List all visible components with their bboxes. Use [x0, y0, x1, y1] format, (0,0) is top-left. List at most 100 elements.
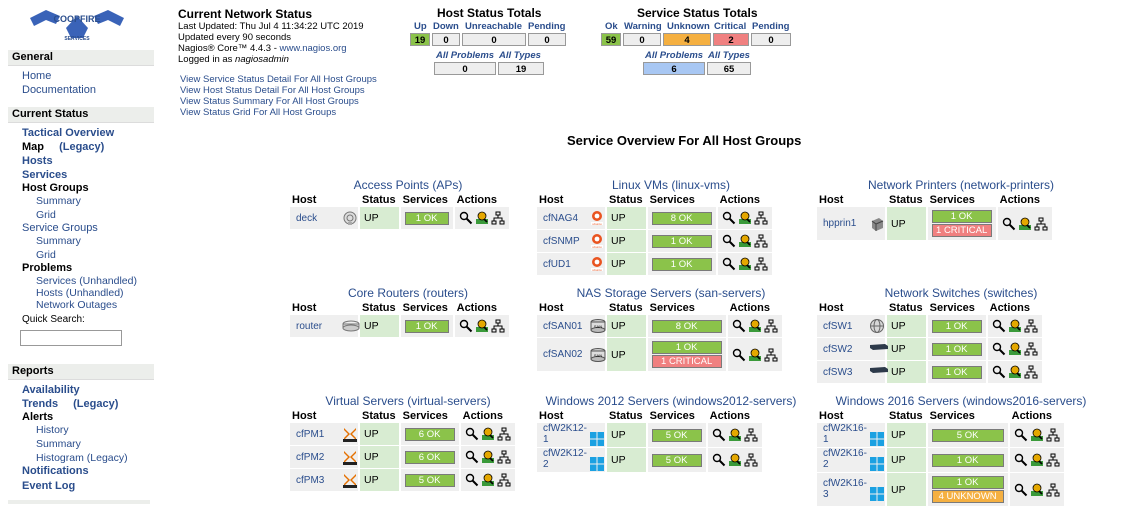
host-link[interactable]: cfSW3 [823, 366, 853, 378]
host-info-icon[interactable] [738, 211, 752, 225]
search-icon[interactable] [465, 427, 479, 441]
service-count-badge[interactable]: 6 OK [404, 450, 455, 464]
nav-map[interactable]: Map (Legacy) [22, 141, 104, 153]
nagios-link[interactable]: www.nagios.org [279, 43, 347, 54]
host-link[interactable]: cfUD1 [543, 258, 571, 270]
search-icon[interactable] [465, 450, 479, 464]
nav-event-log[interactable]: Event Log [22, 480, 76, 492]
host-unreachable-count[interactable]: 0 [462, 33, 526, 46]
network-map-icon[interactable] [744, 453, 758, 467]
host-group-id[interactable]: (windows2012-servers) [672, 394, 797, 408]
host-info-icon[interactable] [1018, 217, 1032, 231]
host-group-title-text[interactable]: Access Points [353, 178, 430, 192]
search-icon[interactable] [992, 365, 1006, 379]
network-map-icon[interactable] [1046, 453, 1060, 467]
host-info-icon[interactable] [1008, 319, 1022, 333]
service-count-badge[interactable]: 6 OK [404, 427, 455, 441]
search-icon[interactable] [992, 342, 1006, 356]
network-map-icon[interactable] [1024, 365, 1038, 379]
host-up-count[interactable]: 19 [410, 33, 430, 46]
search-icon[interactable] [722, 234, 736, 248]
nav-alerts-histogram-label[interactable]: Histogram [36, 452, 84, 464]
host-group-title[interactable]: Windows 2012 Servers (windows2012-server… [535, 394, 807, 408]
nav-problems-services[interactable]: Services (Unhandled) [36, 275, 137, 287]
search-icon[interactable] [465, 473, 479, 487]
service-count-badge[interactable]: 5 OK [931, 428, 1004, 442]
nav-problems-hosts[interactable]: Hosts (Unhandled) [36, 287, 124, 299]
svc-label-all-types[interactable]: All Types [708, 50, 750, 61]
nav-problems[interactable]: Problems [22, 262, 73, 274]
link-status-grid[interactable]: View Status Grid For All Host Groups [180, 107, 337, 118]
network-map-icon[interactable] [1034, 217, 1048, 231]
host-label-all-types[interactable]: All Types [499, 50, 541, 61]
host-info-icon[interactable] [738, 234, 752, 248]
host-group-title[interactable]: Network Printers (network-printers) [815, 178, 1107, 192]
host-label-pending[interactable]: Pending [528, 21, 566, 32]
host-group-id[interactable]: (APs) [432, 178, 463, 192]
link-status-summary[interactable]: View Status Summary For All Host Groups [180, 96, 359, 107]
host-group-id[interactable]: (routers) [422, 286, 469, 300]
network-map-icon[interactable] [1024, 342, 1038, 356]
svc-label-all-problems[interactable]: All Problems [645, 50, 704, 61]
svc-label-critical[interactable]: Critical [714, 21, 747, 32]
network-map-icon[interactable] [764, 319, 778, 333]
host-link[interactable]: cfW2K16-1 [823, 423, 867, 445]
nav-documentation[interactable]: Documentation [22, 84, 96, 96]
nav-problems-services-label[interactable]: Services [36, 275, 77, 287]
host-all-problems-count[interactable]: 0 [434, 62, 496, 75]
host-group-id[interactable]: (switches) [983, 286, 1038, 300]
host-link[interactable]: cfSAN02 [543, 349, 583, 361]
host-label-down[interactable]: Down [433, 21, 459, 32]
svc-critical-count[interactable]: 2 [713, 33, 749, 46]
network-map-icon[interactable] [754, 257, 768, 271]
host-group-title[interactable]: Windows 2016 Servers (windows2016-server… [815, 394, 1107, 408]
svc-label-warning[interactable]: Warning [624, 21, 662, 32]
host-group-title-text[interactable]: Windows 2016 Servers [835, 394, 959, 408]
host-group-title-text[interactable]: Network Printers [867, 178, 957, 192]
network-map-icon[interactable] [497, 427, 511, 441]
host-link[interactable]: cfSNMP [543, 235, 580, 247]
host-info-icon[interactable] [481, 473, 495, 487]
nav-alerts-summary[interactable]: Summary [36, 438, 81, 450]
nav-notifications[interactable]: Notifications [22, 465, 89, 477]
nav-alerts-histogram[interactable]: Histogram (Legacy) [36, 452, 128, 464]
host-group-title-text[interactable]: NAS Storage Servers [576, 286, 692, 300]
host-down-count[interactable]: 0 [432, 33, 460, 46]
nav-host-groups-summary[interactable]: Summary [36, 195, 81, 207]
network-map-icon[interactable] [764, 348, 778, 362]
network-map-icon[interactable] [491, 211, 505, 225]
search-icon[interactable] [1014, 453, 1028, 467]
svc-label-ok[interactable]: Ok [605, 21, 618, 32]
host-group-id[interactable]: (linux-vms) [671, 178, 731, 192]
host-label-unreachable[interactable]: Unreachable [465, 21, 523, 32]
service-count-badge[interactable]: 1 OK [404, 319, 449, 333]
search-icon[interactable] [459, 211, 473, 225]
service-count-badge[interactable]: 1 OK [931, 453, 1004, 467]
host-group-title-text[interactable]: Virtual Servers [325, 394, 404, 408]
host-link[interactable]: cfPM2 [296, 451, 325, 463]
host-group-title-text[interactable]: Core Routers [347, 286, 420, 300]
nav-host-groups[interactable]: Host Groups [22, 182, 89, 194]
nav-home[interactable]: Home [22, 70, 52, 82]
nav-map-label[interactable]: Map [22, 141, 44, 153]
nav-alerts[interactable]: Alerts [22, 411, 54, 423]
svc-label-unknown[interactable]: Unknown [667, 21, 710, 32]
nav-trends-label[interactable]: Trends [22, 398, 59, 410]
service-count-badge[interactable]: 1 CRITICAL [651, 355, 722, 368]
nav-availability[interactable]: Availability [22, 384, 80, 396]
host-group-title-text[interactable]: Windows 2012 Servers [545, 394, 669, 408]
service-count-badge[interactable]: 5 OK [651, 453, 702, 467]
host-info-icon[interactable] [1008, 365, 1022, 379]
host-link[interactable]: cfPM3 [296, 474, 325, 486]
nav-service-groups-grid[interactable]: Grid [36, 249, 56, 261]
link-host-status-detail[interactable]: View Host Status Detail For All Host Gro… [180, 85, 365, 96]
network-map-icon[interactable] [754, 234, 768, 248]
svc-pending-count[interactable]: 0 [751, 33, 791, 46]
host-link[interactable]: hpprin1 [823, 218, 857, 230]
host-group-id[interactable]: (san-servers) [694, 286, 766, 300]
host-group-id[interactable]: (network-printers) [960, 178, 1055, 192]
service-count-badge[interactable]: 8 OK [651, 211, 712, 225]
host-label-all-problems[interactable]: All Problems [436, 50, 495, 61]
host-info-icon[interactable] [475, 211, 489, 225]
network-map-icon[interactable] [497, 450, 511, 464]
